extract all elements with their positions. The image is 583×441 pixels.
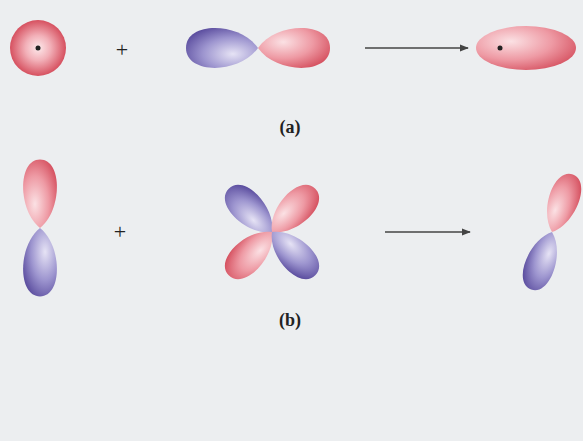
sigma-orbital [476, 26, 576, 70]
panel-label: (b) [279, 311, 301, 329]
s-orbital [10, 20, 66, 76]
plus-sign: + [116, 39, 128, 61]
reaction-arrow [365, 47, 468, 49]
p-orbital [186, 28, 330, 68]
p-orbital [23, 160, 57, 297]
pi-orbital [517, 169, 583, 294]
reaction-arrow [385, 231, 470, 233]
d-orbital [217, 177, 326, 286]
plus-sign: + [114, 221, 126, 243]
panel-label: (a) [280, 118, 301, 136]
